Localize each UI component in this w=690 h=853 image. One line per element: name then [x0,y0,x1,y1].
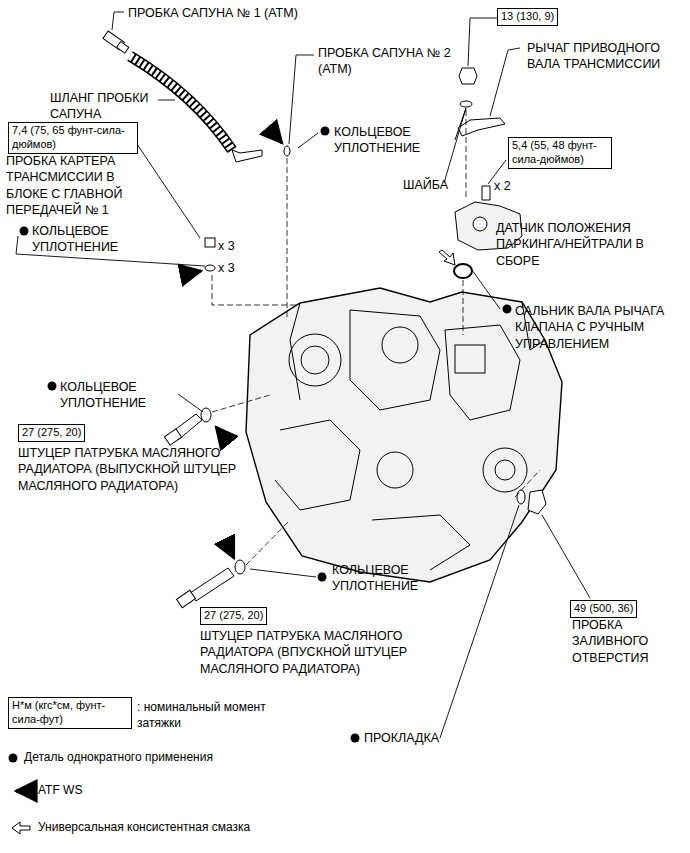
torque-value: 49 (500, 36) [574,602,633,616]
part-label: ШЛАНГ ПРОБКИ САПУНА [50,90,160,123]
part-label: ПРОБКА ЗАЛИВНОГО ОТВЕРСТИЯ [572,617,684,666]
seal [454,264,472,278]
part-label: ПРОБКА САПУНА № 2 (АТМ) [318,45,468,78]
assembly-lines [212,110,540,565]
bolts [205,238,215,271]
part-label: КОЛЬЦЕВОЕ УПЛОТНЕНИЕ [334,124,449,157]
legend-text: Деталь однократного применения [24,750,213,766]
torque-value: 13 (130, 9) [501,10,554,24]
part-label: x 3 [218,260,235,276]
legend-text: ATF WS [38,783,82,799]
part-label: x 3 [218,238,235,254]
torque-value: 27 (275, 20) [22,426,81,440]
breather-plug-1 [103,31,129,53]
transmission-housing [246,288,562,582]
part-label: ДАТЧИК ПОЛОЖЕНИЯ ПАРКИНГА/НЕЙТРАЛИ В СБО… [496,220,676,269]
part-label: ШТУЦЕР ПАТРУБКА МАСЛЯНОГО РАДИАТОРА (ВПУ… [200,628,440,677]
legend-text: Универсальная консистентная смазка [38,820,250,836]
torque-value: 7,4 (75, 65 фунт-сила-дюймов) [12,124,134,152]
torque-box: 7,4 (75, 65 фунт-сила-дюймов) [8,122,138,154]
outlet-fitting [164,408,211,445]
legend-text: : номинальный момент затяжки [137,700,267,731]
part-label: ПРОБКА САПУНА № 1 (АТМ) [128,5,298,21]
single-use-bullets [9,127,512,763]
torque-box: Н*м (кгс*см, фунт-сила-фут) [8,697,132,729]
torque-box: 13 (130, 9) [497,8,558,26]
part-label: ШТУЦЕР ПАТРУБКА МАСЛЯНОГО РАДИАТОРА (ВЫП… [18,445,243,494]
inlet-fitting [177,560,245,608]
part-label: САЛЬНИК ВАЛА РЫЧАГА КЛАПАНА С РУЧНЫМ УПР… [515,303,665,352]
part-label: ШАЙБА [403,177,448,193]
torque-box: 49 (500, 36) [570,600,637,618]
torque-value: 27 (275, 20) [204,609,263,623]
part-label: РЫЧАГ ПРИВОДНОГО ВАЛА ТРАНСМИССИИ [527,40,682,73]
torque-value: Н*м (кгс*см, фунт-сила-фут) [12,699,128,727]
torque-box: 5,4 (55, 48 фунт-сила-дюймов) [508,137,612,169]
grease-arrows [12,250,455,834]
housing-details [275,302,545,570]
torque-value: 5,4 (55, 48 фунт-сила-дюймов) [512,139,608,167]
part-label: ПРОБКА КАРТЕРА ТРАНСМИССИИ В БЛОКЕ С ГЛА… [6,153,156,218]
part-label: КОЛЬЦЕВОЕ УПЛОТНЕНИЕ [60,379,180,412]
breather-plug-2 [232,150,262,162]
part-label: КОЛЬЦЕВОЕ УПЛОТНЕНИЕ [332,562,452,595]
part-label: ПРОКЛАДКА [364,730,439,746]
torque-box: 27 (275, 20) [200,607,267,625]
leader-lines [16,12,590,738]
part-label: КОЛЬЦЕВОЕ УПЛОТНЕНИЕ [32,223,147,256]
part-label: x 2 [494,178,511,194]
atf-arrows [16,136,282,791]
torque-box: 27 (275, 20) [18,424,85,442]
